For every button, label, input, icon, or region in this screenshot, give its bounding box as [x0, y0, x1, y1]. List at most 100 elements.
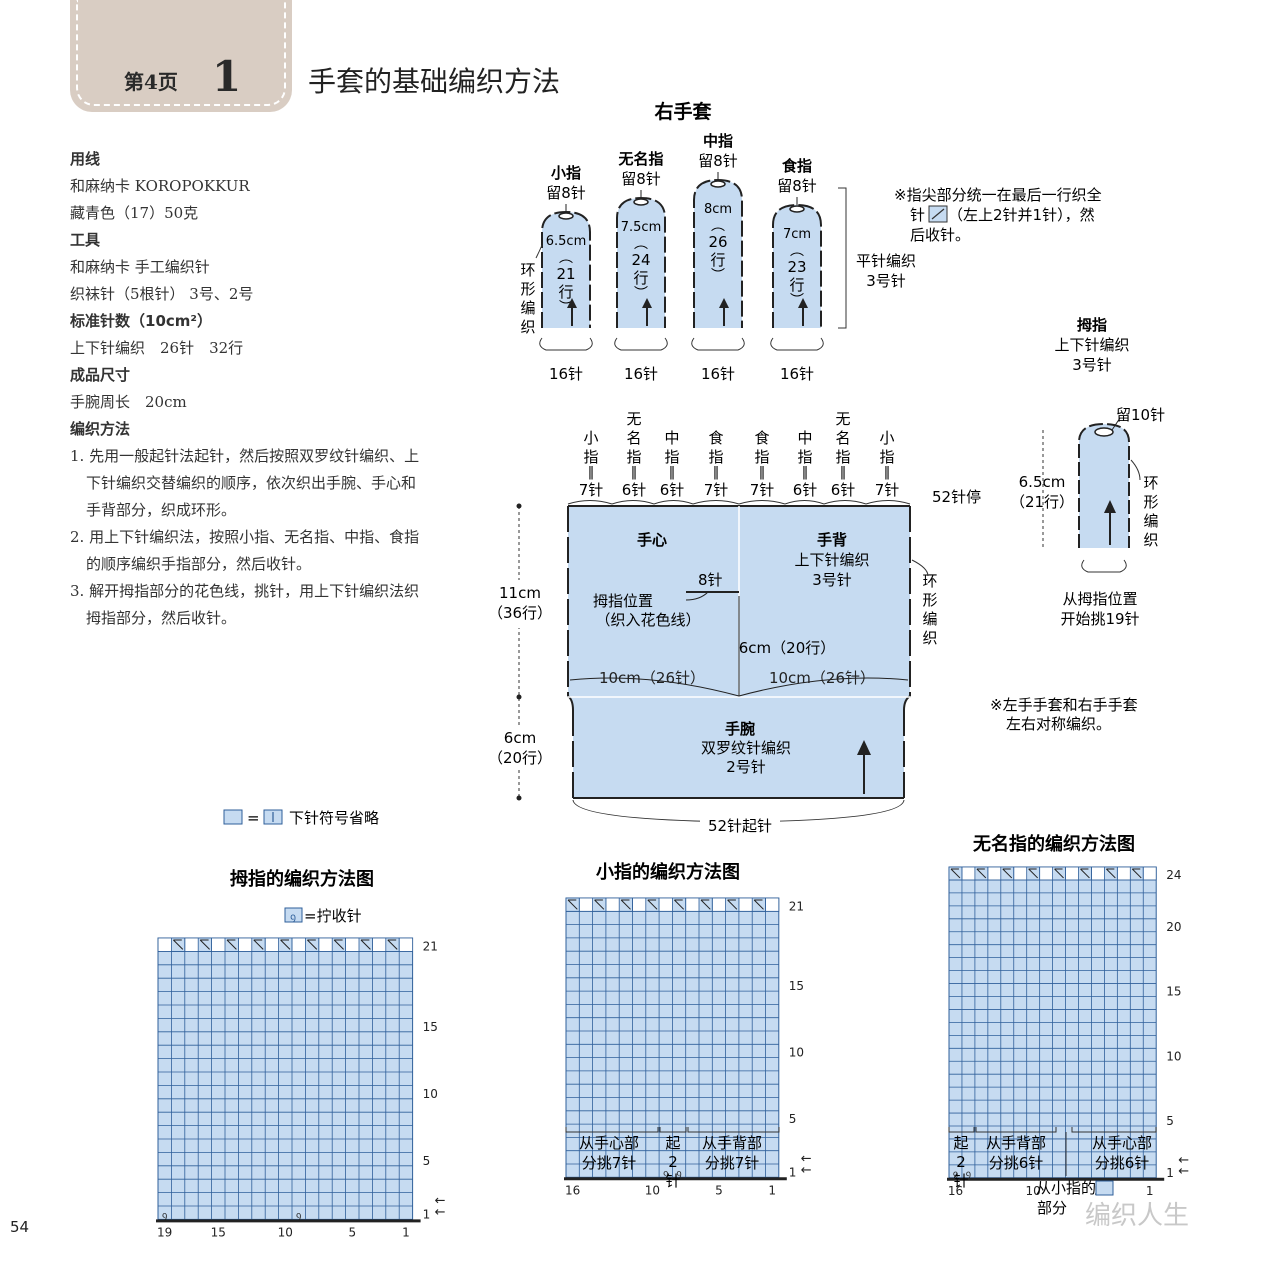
finger-length: 7.5cm: [621, 220, 662, 235]
k2tog-mark: [199, 939, 210, 950]
finger-paren: ︵: [634, 236, 648, 252]
thumb-loop-char: 织: [1143, 531, 1158, 549]
thumb-loop-char: 形: [1143, 493, 1158, 511]
thumb-pos-2: （织入花色线）: [595, 611, 700, 629]
finger-paren: ︵: [790, 243, 804, 259]
allocation-char: 指: [835, 448, 850, 466]
chart-row-label: 21: [789, 899, 804, 913]
finger-rows-num: 23: [787, 258, 806, 276]
thumb-chart-legend: =拧收针: [304, 907, 362, 925]
side-loop-char: 编: [922, 610, 937, 628]
k2tog-mark: [173, 939, 184, 950]
finger-top-loop: [710, 180, 726, 188]
fingertip-note-2b: （左上2针并1针），然: [948, 206, 1095, 224]
needles: 织袜针（5根针） 3号、2号: [70, 285, 254, 303]
k2tog-mark: [253, 939, 264, 950]
allocation-char: 中: [664, 429, 679, 447]
yarn-color: 藏青色（17）50克: [70, 204, 199, 222]
finger-paren: ︶: [711, 268, 725, 284]
thumb-8-label: 8针: [698, 571, 723, 589]
wrist-sub-2: 2号针: [726, 758, 766, 776]
thumb-top-loop: [1094, 427, 1114, 437]
allocation-char: 小: [583, 429, 598, 447]
eleven-rows: （36行）: [488, 604, 552, 622]
allocation-arc: [692, 500, 740, 505]
group-label: 2: [668, 1153, 678, 1171]
chart-col-label: 19: [157, 1225, 172, 1239]
chart-row-label: 5: [789, 1112, 797, 1126]
tools-brand: 和麻纳卡 手工编织针: [70, 258, 210, 276]
yarn-heading: 用线: [70, 150, 101, 168]
k2tog-mark: [1054, 868, 1064, 879]
chart-row-label: 15: [1166, 985, 1181, 999]
finger-paren: ︶: [634, 286, 648, 302]
chart-row-label: 20: [1166, 920, 1181, 934]
back-sub-2: 3号针: [812, 571, 852, 589]
chart-row-arrow: ←: [1178, 1164, 1189, 1179]
back-sub-1: 上下针编织: [794, 551, 869, 569]
k2tog-mark: [567, 899, 578, 910]
k2tog-mark: [727, 899, 738, 910]
thumb-sub-1: 上下针编织: [1054, 336, 1129, 354]
group-bracket: [659, 1127, 687, 1133]
k2tog-mark: [360, 939, 371, 950]
chart-col-label: 16: [565, 1183, 580, 1197]
page-number: 54: [10, 1218, 30, 1236]
group-label: 起: [953, 1134, 968, 1152]
twisted-mark: ꝯ: [162, 1211, 167, 1221]
thumb-pick-2: 开始挑19针: [1060, 610, 1139, 628]
fingers: 小指留8针6.5cm︵21行︶16针无名指留8针7.5cm︵24行︶16针中指留…: [520, 132, 824, 383]
six-cm-label: 6cm（20行）: [739, 639, 836, 657]
side-loop-leader: [911, 559, 929, 577]
fingertip-note-3: 后收针。: [910, 226, 970, 244]
finger-pickup-loop: [770, 337, 824, 351]
k2tog-mark: [1028, 868, 1039, 879]
k2tog-mark: [976, 868, 987, 879]
chart-col-label: 10: [278, 1225, 293, 1239]
k2tog-mark: [594, 899, 605, 910]
finger-top-loop: [558, 212, 574, 220]
ring-bottom-1: 从小指的: [1036, 1179, 1096, 1197]
allocation-arc: [653, 500, 694, 505]
ten-cm-right: 10cm（26针）: [769, 669, 875, 687]
chart-row-label: 10: [1166, 1049, 1181, 1063]
thumb-loop-leader: [1130, 459, 1141, 481]
thumb-loop-char: 编: [1143, 512, 1158, 530]
flat-bracket: [838, 187, 847, 329]
thumb-pos-1: 拇指位置: [593, 592, 653, 610]
chart-row-label: 10: [789, 1046, 804, 1060]
chart-col-label: 10: [1026, 1184, 1041, 1198]
allocation-char: 食: [708, 429, 723, 447]
thumb-leader: [1111, 417, 1121, 431]
finger-arrow-head: [567, 298, 577, 308]
chart-row-arrow: ←: [801, 1152, 812, 1167]
finger-rows-num: 21: [556, 265, 575, 283]
twenty-rows: （20行）: [488, 749, 552, 767]
loop-vertical-char: 形: [520, 280, 535, 298]
allocation-char: 中: [797, 429, 812, 447]
eleven-cm: 11cm: [499, 584, 541, 602]
finger-stitches: 16针: [549, 365, 583, 383]
allocation-arc: [611, 500, 655, 505]
finger-name: 食指: [782, 157, 812, 175]
side-loop-char: 织: [922, 629, 937, 647]
chapter-tab: [70, 0, 292, 112]
group-label: 从手心部: [579, 1134, 639, 1152]
dim-dot: [516, 795, 522, 801]
k2tog-mark: [700, 899, 711, 910]
chart-row-label: 15: [789, 979, 804, 993]
finger-remain: 留8针: [698, 152, 738, 170]
thumb-pos-leader: [685, 591, 709, 601]
allocation-arc: [823, 500, 867, 505]
group-label: 从手背部: [986, 1134, 1046, 1152]
twisted-mark: ꝯ: [676, 1169, 681, 1179]
thumb-pick-1: 从拇指位置: [1062, 590, 1137, 608]
allocation-equals: ‖: [713, 465, 720, 480]
chart-col-label: 16: [948, 1184, 963, 1198]
finger-remain: 留8针: [546, 184, 586, 202]
dim-label-bg: [488, 580, 552, 628]
twisted-symbol-glyph: ꝯ: [290, 912, 296, 923]
thumb-chart-title: 拇指的编织方法图: [230, 868, 374, 890]
